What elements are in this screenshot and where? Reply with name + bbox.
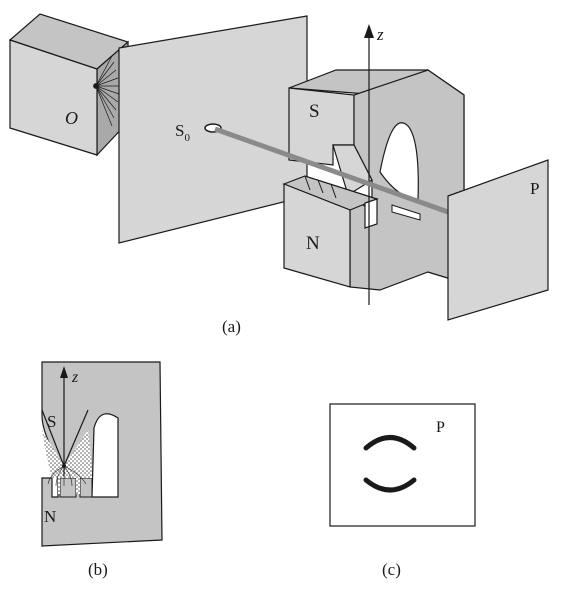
oven: O bbox=[8, 13, 130, 157]
lower-deposit-arc bbox=[363, 477, 417, 493]
plate-deposit-view: P bbox=[329, 403, 476, 527]
field-region bbox=[42, 430, 92, 494]
collimator-screen: S0 bbox=[118, 15, 308, 244]
detector-plate: P bbox=[447, 159, 549, 321]
caption-c: (c) bbox=[382, 560, 401, 579]
south-pole-label-b: S bbox=[47, 412, 56, 431]
plate-label: P bbox=[530, 179, 539, 198]
slit-label: S0 bbox=[175, 121, 190, 144]
caption-b: (b) bbox=[88, 560, 108, 579]
north-pole-label: N bbox=[306, 233, 320, 254]
magnet-cross-section: z S N bbox=[41, 361, 163, 547]
upper-deposit-arc bbox=[363, 435, 417, 451]
south-pole-label: S bbox=[309, 101, 320, 122]
caption-a: (a) bbox=[222, 317, 241, 336]
z-axis-label: z bbox=[376, 25, 384, 44]
atom-emission-fan bbox=[93, 55, 120, 127]
z-axis-label-b: z bbox=[71, 369, 79, 386]
z-axis: z bbox=[364, 24, 384, 305]
magnet: S N bbox=[282, 68, 465, 291]
atomic-beam bbox=[214, 126, 449, 215]
north-pole-label-b: N bbox=[44, 507, 56, 526]
oven-label: O bbox=[65, 108, 78, 128]
plate-label-c: P bbox=[436, 419, 445, 436]
